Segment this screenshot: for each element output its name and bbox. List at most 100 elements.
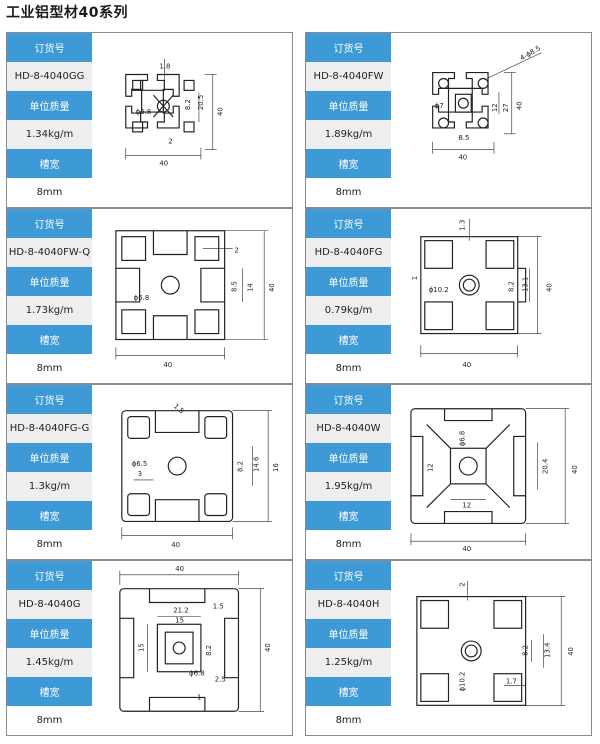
order-no-label: 订货号 (7, 385, 92, 414)
dim-label: 16 (272, 463, 280, 472)
order-no-value: HD-8-4040H (306, 590, 391, 619)
dim-label: 13.1 (522, 277, 530, 292)
dim-label: 1.7 (506, 678, 517, 686)
dim-label: 3 (138, 470, 142, 478)
profile-drawing: 40 21.2 15 1.5 15 ϕ6.8 8.2 40 2.5 1 (93, 561, 293, 735)
order-no-label: 订货号 (306, 385, 391, 414)
slot-width-label: 槽宽 (7, 325, 92, 354)
unit-mass-value: 1.3kg/m (7, 472, 92, 501)
dim-label: 21.2 (173, 606, 188, 614)
spec-table: 订货号 HD-8-4040FW-Q 单位质量 1.73kg/m 槽宽 8mm (7, 209, 92, 383)
slot-width-value: 8mm (7, 706, 92, 735)
slot-width-value: 8mm (306, 706, 391, 735)
order-no-value: HD-8-4040FG-G (7, 414, 92, 443)
profile-4040gg-svg: 1.8 ϕ6.8 20.5 8.2 40 2 40 (125, 58, 225, 167)
dim-label: 2 (168, 138, 172, 146)
dimension-lines (410, 408, 570, 546)
dim-label: 40 (462, 361, 471, 369)
dim-label: ϕ6.8 (134, 294, 150, 302)
unit-mass-label: 单位质量 (306, 619, 391, 648)
dim-label: 1.3 (458, 220, 466, 231)
unit-mass-value: 1.25kg/m (306, 648, 391, 677)
product-card-4040h: 订货号 HD-8-4040H 单位质量 1.25kg/m 槽宽 8mm (305, 560, 592, 736)
dim-label: 40 (571, 465, 579, 474)
order-no-value: HD-8-4040GG (7, 62, 92, 91)
dim-label: 8.2 (522, 645, 530, 656)
spec-table: 订货号 HD-8-4040FG-G 单位质量 1.3kg/m 槽宽 8mm (7, 385, 92, 559)
spec-table: 订货号 HD-8-4040FG 单位质量 0.79kg/m 槽宽 8mm (306, 209, 391, 383)
dim-label: 40 (163, 361, 172, 369)
dim-label: 2 (235, 247, 239, 255)
profile-outline (432, 71, 489, 129)
spec-table: 订货号 HD-8-4040GG 单位质量 1.34kg/m 槽宽 8mm (7, 33, 92, 207)
dim-label: 8.5 (458, 134, 469, 142)
dim-label: 13.4 (543, 642, 551, 657)
product-card-4040gg: 订货号 HD-8-4040GG 单位质量 1.34kg/m 槽宽 8mm (6, 32, 293, 208)
unit-mass-label: 单位质量 (7, 91, 92, 120)
profile-4040fg-g-svg: 1.5 ϕ6.5 8.2 14.6 16 3 40 (121, 402, 280, 549)
unit-mass-label: 单位质量 (306, 443, 391, 472)
slot-width-label: 槽宽 (7, 149, 92, 178)
profile-drawing: 1.3 1 ϕ10.2 8.2 13.1 40 40 (392, 209, 592, 383)
unit-mass-value: 1.95kg/m (306, 472, 391, 501)
slot-width-label: 槽宽 (7, 677, 92, 706)
order-no-label: 订货号 (306, 33, 391, 62)
page-title: 工业铝型材40系列 (6, 5, 128, 21)
spec-table: 订货号 HD-8-4040H 单位质量 1.25kg/m 槽宽 8mm (306, 561, 391, 735)
dim-label: ϕ6.5 (132, 460, 148, 468)
dim-label: 2.5 (215, 676, 226, 684)
dim-label: 8.2 (508, 281, 516, 292)
order-no-label: 订货号 (306, 561, 391, 590)
profile-4040g-svg: 40 21.2 15 1.5 15 ϕ6.8 8.2 40 2.5 1 (119, 565, 272, 712)
dim-label: 1.5 (172, 402, 186, 415)
slot-width-label: 槽宽 (306, 501, 391, 530)
slot-width-value: 8mm (7, 530, 92, 559)
order-no-value: HD-8-4040G (7, 590, 92, 619)
dim-label: ϕ10.2 (458, 672, 466, 692)
dim-label: 2 (458, 582, 466, 586)
dim-label: 4-ϕ8.5 (519, 44, 542, 62)
order-no-value: HD-8-4040FW (306, 62, 391, 91)
slot-width-value: 8mm (7, 178, 92, 207)
dim-label: 14.6 (252, 457, 260, 472)
product-card-4040w: 订货号 HD-8-4040W 单位质量 1.95kg/m 槽宽 8mm (305, 384, 592, 560)
slot-width-value: 8mm (7, 354, 92, 383)
unit-mass-label: 单位质量 (306, 267, 391, 296)
order-no-label: 订货号 (7, 209, 92, 238)
dim-label: 12 (427, 463, 435, 472)
dim-label: 14 (246, 283, 254, 292)
unit-mass-value: 1.45kg/m (7, 648, 92, 677)
profile-outline (416, 595, 527, 706)
unit-mass-label: 单位质量 (306, 91, 391, 120)
dim-label: ϕ6.8 (136, 108, 152, 116)
order-no-value: HD-8-4040W (306, 414, 391, 443)
unit-mass-label: 单位质量 (7, 267, 92, 296)
order-no-value: HD-8-4040FG (306, 238, 391, 267)
product-card-4040fg-g: 订货号 HD-8-4040FG-G 单位质量 1.3kg/m 槽宽 8mm (6, 384, 293, 560)
dim-label: 40 (171, 541, 180, 549)
dim-label: 40 (545, 283, 553, 292)
dim-label: 40 (462, 545, 471, 553)
dim-label: ϕ7 (435, 102, 444, 110)
order-no-label: 订货号 (7, 33, 92, 62)
dimension-lines (125, 58, 217, 160)
dim-label: 12 (462, 502, 471, 510)
product-card-4040g: 订货号 HD-8-4040G 单位质量 1.45kg/m 槽宽 8mm (6, 560, 293, 736)
dim-label: 40 (175, 565, 184, 573)
profile-4040fg-svg: 1.3 1 ϕ10.2 8.2 13.1 40 40 (411, 218, 553, 369)
dim-label: 1.5 (213, 602, 224, 610)
product-card-4040fw: 订货号 HD-8-4040FW 单位质量 1.89kg/m 槽宽 8mm (305, 32, 592, 208)
dimension-lines (121, 410, 273, 540)
slot-width-label: 槽宽 (306, 325, 391, 354)
profile-outline (121, 410, 234, 523)
unit-mass-value: 0.79kg/m (306, 296, 391, 325)
dim-label: 40 (264, 643, 272, 652)
dim-label: 20.4 (541, 459, 549, 474)
dim-label: 8.2 (236, 461, 244, 472)
profile-outline (115, 230, 226, 341)
slot-width-label: 槽宽 (306, 149, 391, 178)
dim-label: 40 (217, 107, 225, 116)
dim-label: 15 (175, 616, 184, 624)
slot-width-value: 8mm (306, 354, 391, 383)
unit-mass-value: 1.34kg/m (7, 120, 92, 149)
